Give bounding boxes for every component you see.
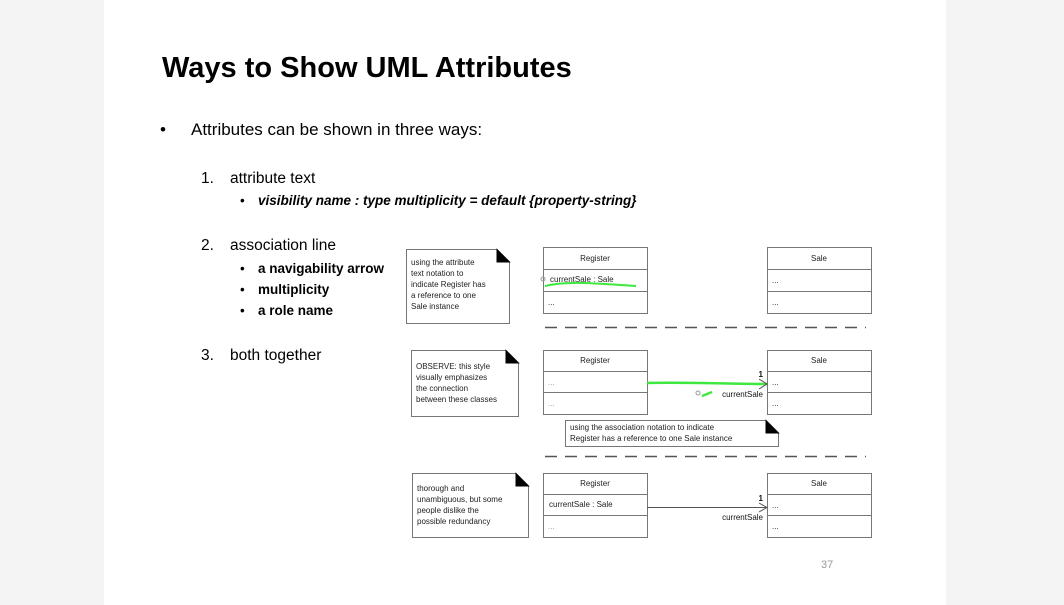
sub-item: a role name bbox=[258, 303, 334, 318]
multiplicity: 1 bbox=[759, 494, 764, 503]
note-association: using the association notation to indica… bbox=[565, 419, 780, 447]
ellipsis: ... bbox=[772, 298, 779, 307]
sub-bullet-icon: • bbox=[240, 303, 245, 318]
multiplicity: 1 bbox=[759, 370, 764, 379]
class-sale: Sale ... ... bbox=[767, 247, 872, 314]
sub-bullet-icon: • bbox=[240, 193, 245, 208]
association-line: 1 currentSale bbox=[647, 494, 769, 522]
note-line: visually emphasizes bbox=[416, 373, 487, 382]
role-name: currentSale bbox=[722, 390, 763, 399]
page-number: 37 bbox=[821, 559, 834, 571]
ellipsis: ... bbox=[772, 276, 779, 285]
class-name: Sale bbox=[811, 254, 828, 263]
role-name: currentSale bbox=[722, 513, 763, 522]
attribute: currentSale : Sale bbox=[550, 275, 614, 284]
class-sale: Sale ... ... bbox=[767, 473, 872, 538]
sub-item: visibility name : type multiplicity = de… bbox=[258, 193, 637, 208]
slide-title: Ways to Show UML Attributes bbox=[162, 52, 572, 84]
note-line: unambiguous, but some bbox=[417, 495, 503, 504]
class-register: Register currentSale : Sale ... bbox=[543, 473, 648, 538]
ellipsis: ... bbox=[772, 378, 779, 387]
note-line: thorough and bbox=[417, 484, 464, 493]
note-line: Register has a reference to one Sale ins… bbox=[570, 434, 733, 443]
bullet-icon: • bbox=[160, 120, 166, 139]
note-line: indicate Register has bbox=[411, 280, 486, 289]
note-line: between these classes bbox=[416, 395, 497, 404]
item-number: 3. bbox=[201, 347, 214, 364]
note-line: Sale instance bbox=[411, 302, 460, 311]
item-label: both together bbox=[230, 347, 322, 364]
item-number: 1. bbox=[201, 170, 214, 187]
ellipsis: ... bbox=[548, 399, 555, 408]
note-line: the connection bbox=[416, 384, 468, 393]
note-line: possible redundancy bbox=[417, 517, 490, 526]
ellipsis: ... bbox=[548, 522, 555, 531]
note-attribute-text: using the attribute text notation to ind… bbox=[406, 248, 511, 324]
class-sale: Sale ... ... bbox=[767, 350, 872, 415]
item-label: association line bbox=[230, 237, 336, 254]
note-line: text notation to bbox=[411, 269, 464, 278]
bullet-text: Attributes can be shown in three ways: bbox=[191, 120, 483, 139]
item-number: 2. bbox=[201, 237, 214, 254]
ellipsis: ... bbox=[548, 378, 555, 387]
class-name: Register bbox=[580, 479, 610, 488]
note-redundancy: thorough and unambiguous, but some peopl… bbox=[412, 472, 530, 538]
class-name: Register bbox=[580, 254, 610, 263]
note-line: using the association notation to indica… bbox=[570, 423, 715, 432]
ellipsis: ... bbox=[772, 399, 779, 408]
note-line: a reference to one bbox=[411, 291, 476, 300]
sub-item: multiplicity bbox=[258, 282, 330, 297]
sub-item: a navigability arrow bbox=[258, 261, 385, 276]
class-name: Sale bbox=[811, 356, 828, 365]
association-line: 1 currentSale bbox=[646, 370, 768, 399]
note-line: OBSERVE: this style bbox=[416, 362, 491, 371]
sub-bullet-icon: • bbox=[240, 261, 245, 276]
attribute: currentSale : Sale bbox=[549, 500, 613, 509]
class-name: Register bbox=[580, 356, 610, 365]
note-line: using the attribute bbox=[411, 258, 475, 267]
note-observe: OBSERVE: this style visually emphasizes … bbox=[411, 349, 520, 417]
class-name: Sale bbox=[811, 479, 828, 488]
item-label: attribute text bbox=[230, 170, 316, 187]
note-line: people dislike the bbox=[417, 506, 479, 515]
class-register: Register currentSale : Sale ... bbox=[540, 247, 648, 314]
ellipsis: ... bbox=[772, 501, 779, 510]
ellipsis: ... bbox=[548, 298, 555, 307]
class-register: Register ... ... bbox=[543, 350, 648, 415]
ellipsis: ... bbox=[772, 522, 779, 531]
highlight-mark bbox=[544, 281, 637, 287]
sub-bullet-icon: • bbox=[240, 282, 245, 297]
